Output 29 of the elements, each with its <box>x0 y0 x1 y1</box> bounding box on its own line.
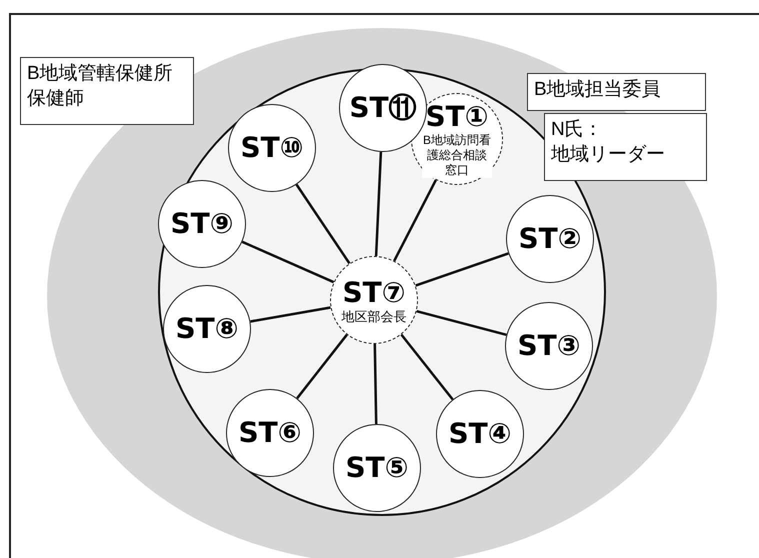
connector-line <box>400 334 454 400</box>
box-text: N氏：地域リーダー <box>551 118 666 167</box>
station-role: 地区部会長 <box>342 308 406 324</box>
connector-line <box>374 152 382 256</box>
station-label: ST⑤ <box>346 452 408 484</box>
label-box <box>544 113 707 181</box>
station-label: ST⑨ <box>170 208 234 240</box>
connector-line <box>295 184 351 264</box>
box-text: B地域担当委員 <box>534 78 662 102</box>
station-label: ST⑩ <box>240 132 304 164</box>
box-text: B地域管轄保健所保健師 <box>27 62 174 111</box>
connector-line <box>374 344 378 424</box>
station-label: ST① <box>426 100 488 132</box>
label-box <box>527 73 706 111</box>
label-box <box>20 57 194 125</box>
connector-line <box>416 310 507 336</box>
station-label: ST④ <box>448 418 512 450</box>
station-label: ST③ <box>518 330 580 362</box>
station-label: ST⑥ <box>238 417 302 449</box>
station-label: ST⑪ <box>349 92 417 124</box>
connector-line <box>393 179 438 262</box>
station-label: ST⑦ <box>342 276 406 308</box>
connector-line <box>415 252 509 287</box>
connector-line <box>242 240 334 284</box>
station-role: B地域訪問看護総合相談窓口 <box>422 132 492 178</box>
connector-line <box>296 334 348 400</box>
station-label: ST② <box>518 223 582 255</box>
station-label: ST⑧ <box>176 313 238 345</box>
connector-line <box>250 306 331 323</box>
